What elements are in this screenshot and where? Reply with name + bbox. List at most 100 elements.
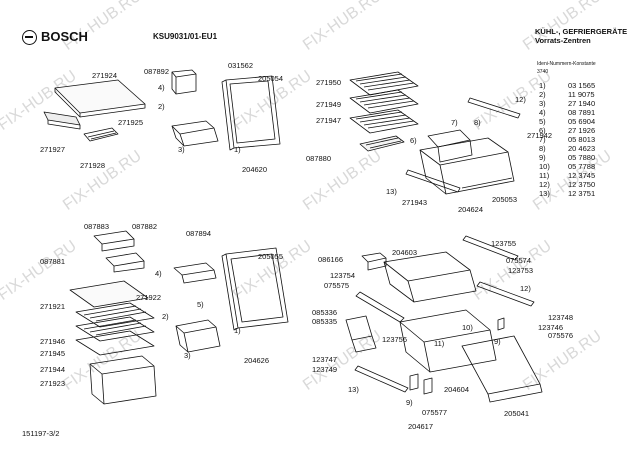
part-label: 8): [474, 118, 481, 127]
legend-n: 4): [539, 108, 546, 117]
part-label: 123746: [538, 323, 564, 332]
butter-box: [171, 69, 197, 95]
part-label: 6): [410, 136, 417, 145]
legend-part: 05 7788: [568, 162, 596, 171]
part-label: 10): [462, 323, 473, 332]
part-label: 087880: [306, 154, 332, 163]
legend-part: 08 7891: [568, 108, 596, 117]
part-label: 087894: [186, 229, 212, 238]
legend-part: 27 1926: [568, 126, 596, 135]
part-label: 271924: [92, 71, 118, 80]
part-label: 1): [234, 145, 241, 154]
ice-cube-tray: [359, 135, 405, 152]
fridge-door-top: [221, 75, 281, 151]
part-label: 205041: [504, 409, 530, 418]
legend-part: 11 9075: [568, 90, 595, 99]
part-label: 086166: [318, 255, 344, 264]
legend-part: 03 1565: [568, 81, 596, 90]
part-label: 085336: [312, 308, 338, 317]
part-label: 2): [158, 102, 165, 111]
part-label: 204603: [392, 248, 418, 257]
legend-part: 05 8013: [568, 135, 596, 144]
freezer-tray-stack: [93, 230, 145, 273]
part-label: 271921: [40, 302, 66, 311]
legend-n: 13): [539, 189, 550, 198]
part-label: 204604: [444, 385, 470, 394]
part-label: 271949: [316, 100, 342, 109]
part-label: 9): [406, 398, 413, 407]
rail-left-bottom-right: [355, 291, 405, 323]
legend-n: 5): [539, 117, 546, 126]
legend-part: 27 1940: [568, 99, 596, 108]
drawer-lower: [399, 309, 497, 373]
fridge-door-bottom: [221, 247, 289, 331]
bosch-logo-icon: [22, 30, 37, 45]
rails-right: [462, 235, 535, 307]
drawer-rail-right-top: [467, 97, 521, 119]
legend-n: 3): [539, 99, 546, 108]
legend-n: 9): [539, 153, 546, 162]
door-tray-small: [171, 120, 219, 147]
drawer-upper: [383, 251, 477, 303]
model-number: KSU9031/01-EU1: [153, 32, 218, 41]
part-label: 271945: [40, 349, 66, 358]
part-label: 13): [386, 187, 397, 196]
part-label: 075575: [324, 281, 350, 290]
part-label: 271928: [80, 161, 106, 170]
part-label: 087883: [84, 222, 110, 231]
legend-n: 8): [539, 144, 546, 153]
legend-part: 05 6904: [568, 117, 596, 126]
part-label: 204626: [244, 356, 270, 365]
part-label: 271950: [316, 78, 342, 87]
part-label: 271927: [40, 145, 66, 154]
part-label: 271943: [402, 198, 428, 207]
legend-part: 12 3750: [568, 180, 596, 189]
shelf-trim-front: [43, 111, 81, 130]
freezer-grid-shelf-middle: [349, 89, 419, 114]
part-label: 271946: [40, 337, 66, 346]
part-label: 4): [158, 83, 165, 92]
part-label: 3): [184, 351, 191, 360]
category-title: KÜHL-, GEFRIERGERÄTE: [535, 27, 628, 36]
part-label: 075574: [506, 256, 532, 265]
part-label: 123753: [508, 266, 534, 275]
part-label: 4): [155, 269, 162, 278]
part-label: 123756: [382, 335, 408, 344]
legend-n: 6): [539, 126, 546, 135]
legend-n: 2): [539, 90, 546, 99]
freezer-grid-shelf-upper: [349, 71, 419, 96]
const-title: Ideni-Nummern-Konstante: [537, 61, 596, 67]
part-label: 271947: [316, 116, 342, 125]
part-label: 12): [520, 284, 531, 293]
rail-bottom: [354, 365, 409, 393]
part-label: 3): [178, 145, 185, 154]
part-label: 205053: [492, 195, 518, 204]
legend-part: 05 7880: [568, 153, 596, 162]
legend-part: 12 3745: [568, 171, 596, 180]
part-label: 123749: [312, 365, 338, 374]
freezer-drawer-insert: [427, 129, 473, 163]
part-label: 087881: [40, 257, 66, 266]
part-label: 2): [162, 312, 169, 321]
clips-small: [409, 317, 505, 395]
part-label: 9): [494, 337, 501, 346]
part-label: 087882: [132, 222, 158, 231]
part-label: 075577: [422, 408, 448, 417]
front-panel: [461, 335, 543, 403]
part-label: 271925: [118, 118, 144, 127]
part-label: 205055: [258, 252, 284, 261]
part-label: 123747: [312, 355, 338, 364]
legend-part: 12 3751: [568, 189, 596, 198]
crisper-bin: [89, 355, 157, 405]
small-box: [361, 252, 387, 271]
part-label: 204624: [458, 205, 484, 214]
part-label: 12): [515, 95, 526, 104]
legend-n: 7): [539, 135, 546, 144]
part-label: 271922: [136, 293, 162, 302]
part-label: 123748: [548, 313, 574, 322]
legend-part: 20 4623: [568, 144, 596, 153]
drawer-rail-right-bottom: [405, 169, 461, 193]
part-label: 085335: [312, 317, 338, 326]
